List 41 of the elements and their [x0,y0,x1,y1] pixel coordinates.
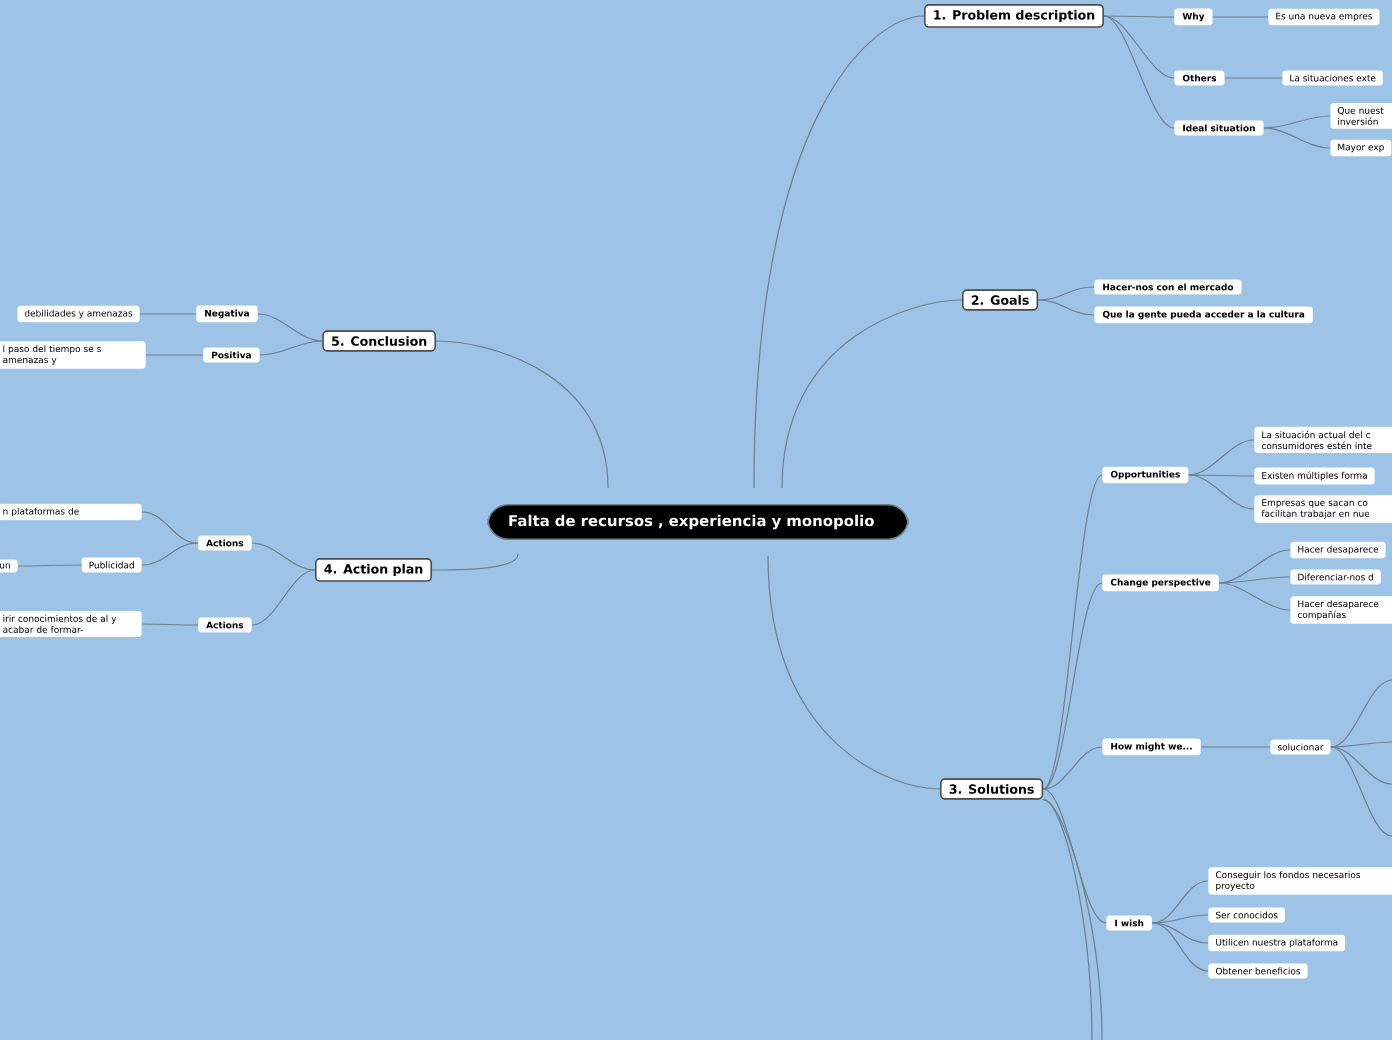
connector-line [1188,474,1255,477]
connector-line [1224,77,1283,79]
connector-line [1212,16,1269,18]
connector-line [1263,115,1331,129]
connector-line [1330,746,1392,785]
connector-line [435,340,609,489]
connector-line [1151,922,1209,972]
connector-line [145,354,204,356]
connector-line [1330,741,1392,748]
connector-line [753,15,925,489]
connector-line [251,542,316,571]
connector-line [1042,474,1103,790]
connector-line [139,313,197,315]
connector-line [1218,576,1291,584]
connector-line [1218,582,1291,611]
connector-line [251,569,316,626]
connector-line [1042,582,1103,790]
connector-line [1200,746,1271,748]
connector-line [257,313,323,342]
connector-line [1103,15,1175,129]
connector-line [431,553,519,571]
connector-line [1042,799,1103,1040]
connector-line [781,299,963,489]
connector-line [17,564,82,567]
connector-line [1330,679,1392,748]
connector-line [1037,286,1095,301]
connector-line [259,340,323,356]
connector-line [1263,127,1331,149]
connector-line [1151,880,1209,924]
connector-line [141,511,199,544]
connector-line [767,555,941,790]
connector-line [1042,746,1103,790]
connector-line [1042,788,1107,924]
connector-line [141,542,199,566]
connector-line [1330,746,1392,837]
connector-line [141,623,199,626]
connector-line [1037,299,1095,316]
connector-line [1151,914,1209,924]
connector-line [1188,474,1255,510]
connector-line [1103,15,1175,18]
connector-line [1103,15,1175,79]
